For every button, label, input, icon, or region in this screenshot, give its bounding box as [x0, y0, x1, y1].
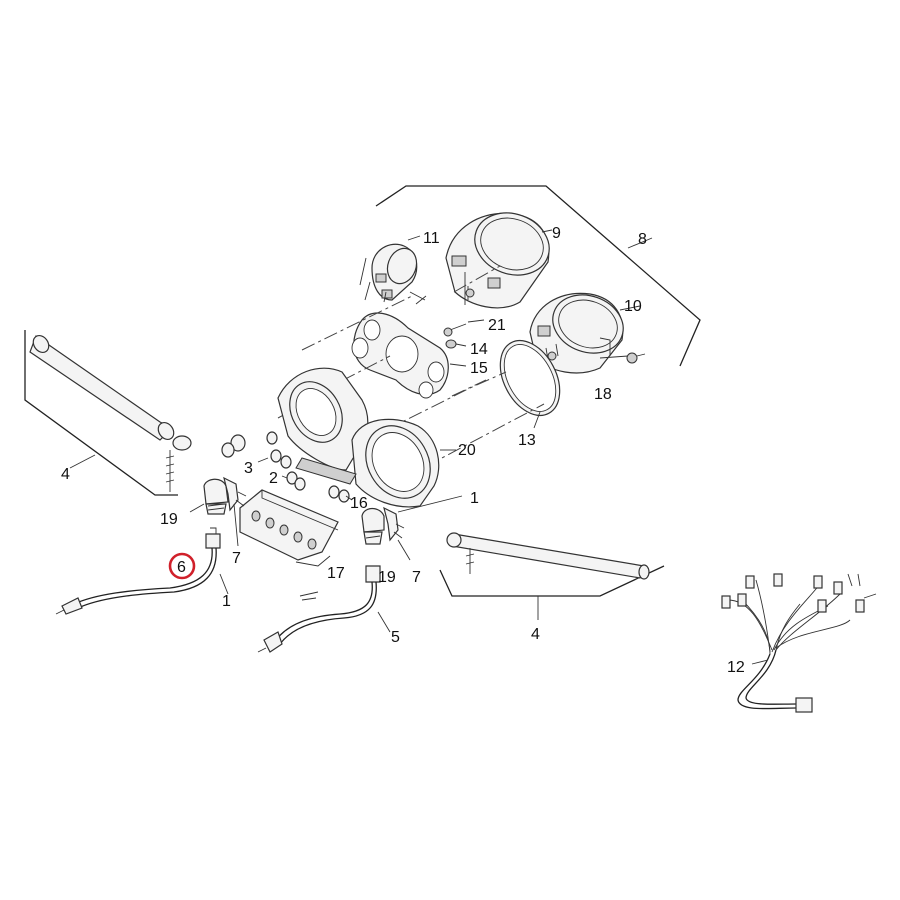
callout-13: 13 [518, 432, 536, 449]
callout-20: 20 [458, 442, 476, 459]
right-handlebar[interactable] [439, 532, 665, 620]
callout-8: 8 [638, 231, 647, 248]
rubber-washers-3[interactable] [221, 431, 292, 469]
left-drive-gear-19[interactable] [189, 478, 229, 515]
right-speedo-cable-5[interactable] [257, 565, 391, 653]
callout-21: 21 [488, 317, 506, 334]
right-drive-gear-19[interactable] [361, 507, 385, 545]
callout-4b: 4 [531, 626, 540, 643]
callout-16: 16 [350, 495, 368, 512]
screw-21[interactable] [443, 319, 485, 337]
callout-11: 11 [423, 230, 440, 247]
callout-1b: 1 [470, 490, 479, 507]
highlight-circle [168, 552, 196, 580]
callout-3: 3 [244, 460, 253, 477]
callout-5: 5 [391, 629, 400, 646]
wire-harness[interactable] [721, 573, 877, 713]
left-speedo-cable-6[interactable] [55, 527, 229, 615]
instrument-cluster-bracket [375, 185, 701, 367]
callout-6[interactable]: 6 [177, 559, 186, 576]
callout-7b: 7 [412, 569, 421, 586]
callout-18: 18 [594, 386, 612, 403]
instrument-housing[interactable] [277, 367, 456, 510]
speedometer[interactable] [445, 203, 558, 309]
callout-1a: 1 [222, 593, 231, 610]
grommet-14[interactable] [445, 339, 467, 349]
left-handlebar[interactable] [24, 330, 192, 496]
callout-19b: 19 [378, 569, 396, 586]
tachometer[interactable] [529, 285, 646, 374]
gauge-mounting-plate[interactable] [351, 312, 467, 399]
callout-10: 10 [624, 298, 642, 315]
nuts-16[interactable] [328, 485, 353, 503]
callout-15: 15 [470, 360, 488, 377]
left-bracket-7[interactable] [223, 476, 247, 547]
right-bracket-7[interactable] [383, 495, 463, 561]
callout-19a: 19 [160, 511, 178, 528]
callout-labels: 1 1 2 3 4 4 5 6 7 7 8 9 10 11 12 13 14 1… [61, 225, 745, 676]
indicator-panel[interactable] [239, 489, 339, 567]
assembly-guide-lines [277, 265, 545, 479]
indicator-light[interactable] [359, 235, 427, 305]
callout-14: 14 [470, 341, 488, 358]
nuts-2[interactable] [281, 471, 306, 491]
callout-17: 17 [327, 565, 345, 582]
callout-9: 9 [552, 225, 561, 242]
callout-4a: 4 [61, 466, 70, 483]
callout-12: 12 [727, 659, 745, 676]
gauge-gasket-ring[interactable] [488, 330, 571, 429]
callout-2: 2 [269, 470, 278, 487]
callout-7a: 7 [232, 550, 241, 567]
